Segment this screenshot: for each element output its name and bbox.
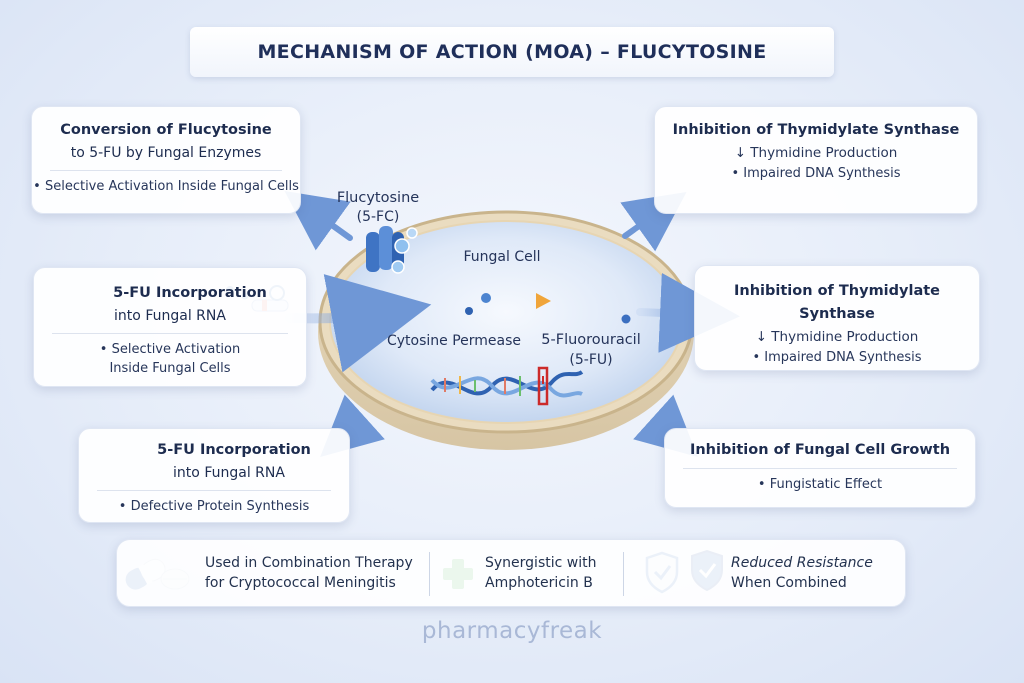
- card-thymidylate-mid: Inhibition of Thymidylate Synthase ↓ Thy…: [694, 265, 980, 371]
- arrow-to-conversion-card: [284, 191, 353, 251]
- card-subheading: ↓ Thymidine Production: [734, 145, 898, 161]
- card-bullet: Fungistatic Effect: [665, 475, 975, 494]
- card-bullet: Defective Protein Synthesis: [79, 497, 349, 516]
- card-heading: Conversion of Flucytosine: [60, 122, 272, 138]
- card-bullet: Impaired DNA Synthesis: [695, 348, 979, 367]
- card-thymidylate-top: Inhibition of Thymidylate Synthase ↓ Thy…: [654, 106, 978, 214]
- note-line: Used in Combination Therapy: [205, 555, 413, 571]
- dna-helix-icon: [430, 366, 584, 406]
- card-bullet-continued: Inside Fungal Cells: [109, 361, 231, 376]
- divider: [683, 468, 957, 469]
- card-bullet: Impaired DNA Synthesis: [655, 164, 977, 183]
- drug-label-line1: Flucytosine: [337, 190, 419, 206]
- note-line: for Cryptococcal Meningitis: [205, 575, 396, 591]
- clinical-notes-bar: Used in Combination Therapy for Cryptoco…: [116, 539, 906, 607]
- card-bullet: Selective Activation: [34, 340, 306, 359]
- card-subheading: into Fungal RNA: [114, 308, 226, 324]
- watermark-footer: pharmacyfreak: [421, 618, 603, 644]
- card-heading: Inhibition of Fungal Cell Growth: [689, 442, 951, 458]
- metabolite-label-line2: (5-FU): [569, 352, 612, 368]
- note-line: Amphotericin B: [485, 575, 593, 591]
- title-bar: MECHANISM OF ACTION (MOA) – FLUCYTOSINE: [190, 27, 834, 77]
- resistance-note: Reduced Resistance When Combined: [731, 553, 873, 593]
- cytosine-permease-icon: [366, 226, 418, 274]
- card-conversion: Conversion of Flucytosine to 5-FU by Fun…: [31, 106, 301, 214]
- card-rna-incorporation-protein: 5-FU Incorporation into Fungal RNA Defec…: [78, 428, 350, 523]
- drug-label-line2: (5-FC): [357, 209, 400, 225]
- combination-therapy-note: Used in Combination Therapy for Cryptoco…: [205, 553, 413, 593]
- synergy-note: Synergistic with Amphotericin B: [485, 553, 596, 593]
- note-line: When Combined: [731, 575, 847, 591]
- card-heading: 5-FU Incorporation: [157, 442, 311, 458]
- divider: [52, 333, 288, 334]
- card-heading: Inhibition of Thymidylate Synthase: [672, 122, 960, 138]
- divider: [50, 170, 282, 171]
- note-line: Synergistic with: [485, 555, 597, 571]
- card-subheading: to 5-FU by Fungal Enzymes: [70, 145, 262, 161]
- metabolite-label-line1: 5-Fluorouracil: [541, 332, 640, 348]
- card-growth-inhibition: Inhibition of Fungal Cell Growth Fungist…: [664, 428, 976, 508]
- card-heading: Inhibition of Thymidylate Synthase: [733, 283, 940, 322]
- divider: [429, 552, 430, 596]
- card-rna-incorporation: 5-FU Incorporation into Fungal RNA Selec…: [33, 267, 307, 387]
- divider: [623, 552, 624, 596]
- note-line: Reduced Resistance: [731, 555, 873, 571]
- divider: [97, 490, 331, 491]
- card-subheading: into Fungal RNA: [173, 465, 285, 481]
- card-heading: 5-FU Incorporation: [113, 285, 267, 301]
- card-bullet: Selective Activation Inside Fungal Cells: [32, 177, 300, 196]
- page-title: MECHANISM OF ACTION (MOA) – FLUCYTOSINE: [257, 41, 767, 63]
- permease-label: Cytosine Permease: [387, 333, 521, 349]
- fungal-cell-label: Fungal Cell: [463, 249, 540, 265]
- card-subheading: ↓ Thymidine Production: [755, 329, 919, 345]
